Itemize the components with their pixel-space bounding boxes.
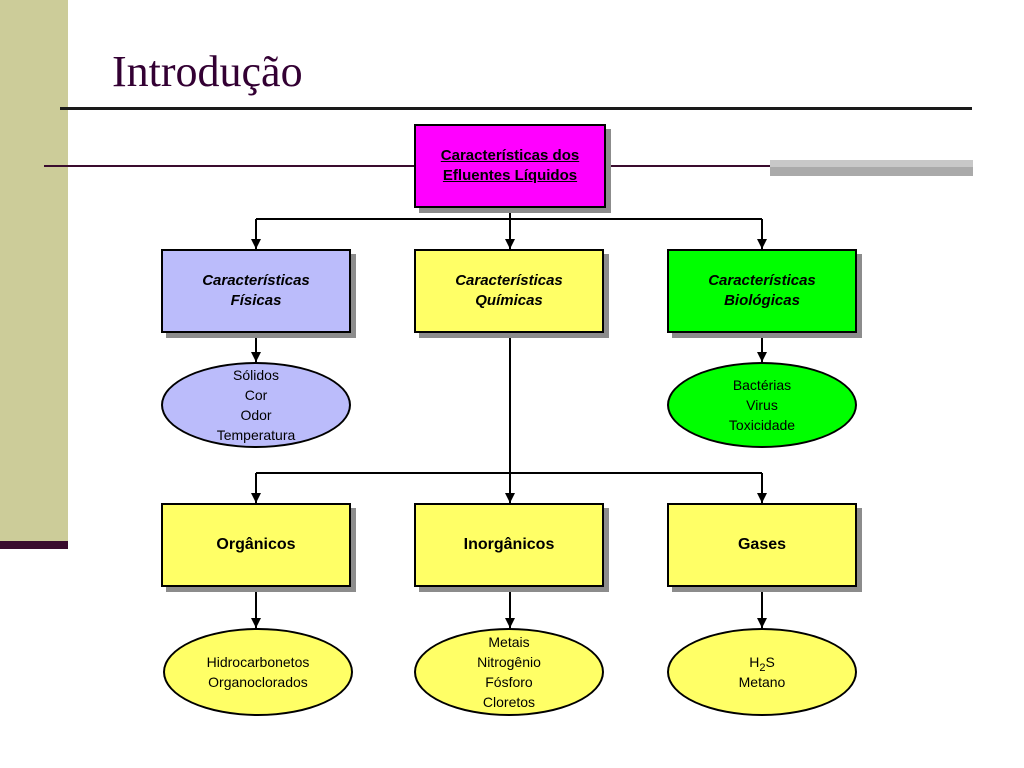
gases-items-oval: H2S Metano (667, 628, 857, 716)
slide-title: Introdução (112, 47, 303, 96)
group-gases-label: Gases (737, 536, 787, 553)
group-gases-box: Gases (667, 503, 857, 587)
category-fisicas-label: Características Físicas (202, 272, 310, 309)
category-fisicas-box: Características Físicas (161, 249, 351, 333)
decor-grey-bar (770, 160, 973, 176)
list-item: Fósforo (485, 674, 533, 690)
biologicas-items-oval: Bactérias Virus Toxicidade (667, 362, 857, 448)
side-decor-band (0, 0, 68, 543)
inorganicos-items-oval: Metais Nitrogênio Fósforo Cloretos (414, 628, 604, 716)
group-organicos-box: Orgânicos (161, 503, 351, 587)
list-item: Nitrogênio (477, 654, 541, 670)
list-item: Bactérias (732, 377, 792, 393)
list-item: Cor (244, 387, 268, 403)
group-inorganicos-label: Inorgânicos (463, 536, 555, 553)
list-item: Metano (738, 674, 786, 690)
list-item: Sólidos (233, 367, 279, 383)
list-item: Temperatura (216, 427, 296, 443)
list-item: Organoclorados (208, 674, 308, 690)
group-organicos-label: Orgânicos (216, 536, 296, 553)
side-decor-rule (0, 541, 68, 549)
list-item: Hidrocarbonetos (206, 654, 310, 670)
organicos-items-oval: Hidrocarbonetos Organoclorados (163, 628, 353, 716)
list-item: Odor (240, 407, 272, 423)
group-inorganicos-box: Inorgânicos (414, 503, 604, 587)
list-item-h2s: H2S (749, 654, 775, 674)
list-item: Toxicidade (728, 417, 796, 433)
list-item: Cloretos (482, 694, 536, 710)
connector-root-bus (256, 208, 762, 220)
category-quimicas-box: Características Químicas (414, 249, 604, 333)
title-underline (60, 107, 972, 110)
decor-line-left (44, 165, 416, 167)
fisicas-items-oval: Sólidos Cor Odor Temperatura (161, 362, 351, 448)
list-item: Metais (488, 634, 530, 650)
category-biologicas-label: Características Biológicas (708, 272, 816, 309)
root-box: Características dos Efluentes Líquidos (414, 124, 606, 208)
root-label: Características dos Efluentes Líquidos (440, 147, 580, 184)
list-item: Virus (746, 397, 778, 413)
category-biologicas-box: Características Biológicas (667, 249, 857, 333)
category-quimicas-label: Características Químicas (455, 272, 563, 309)
